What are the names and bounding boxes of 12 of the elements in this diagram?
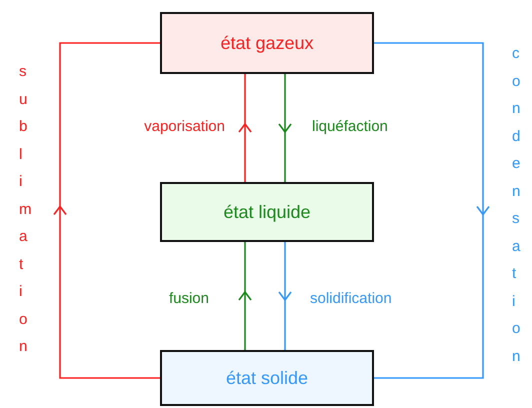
edge-label: sublimation: [19, 62, 46, 357]
state-box: [160, 182, 374, 242]
state-box: [160, 350, 374, 406]
edge-label: vaporisation: [144, 118, 225, 135]
state-name: état liquide: [223, 202, 311, 222]
edge-label: fusion: [168, 290, 209, 307]
state-name: état solide: [226, 368, 308, 388]
state-box: [160, 12, 374, 74]
edge-label: condensation: [512, 44, 532, 366]
edge-label: liquéfaction: [312, 118, 388, 135]
state-name: état gazeux: [220, 32, 314, 54]
edge-label: solidification: [310, 290, 392, 307]
